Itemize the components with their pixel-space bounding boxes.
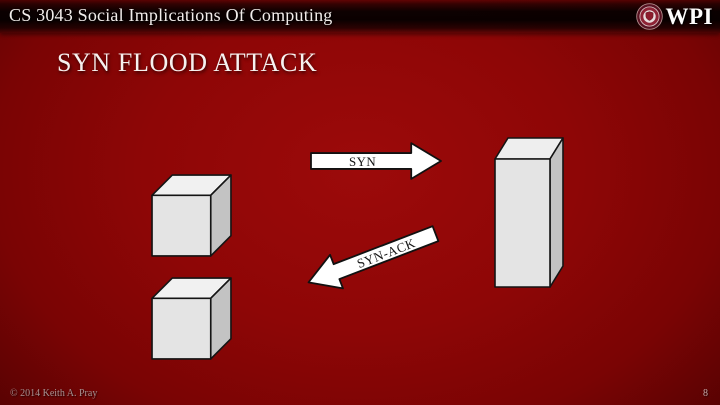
- client-cube-2: [151, 276, 232, 361]
- wpi-seal-icon: [635, 3, 663, 30]
- wpi-logo: WPI: [635, 1, 714, 32]
- syn-ack-arrow: SYN-ACK: [299, 214, 444, 302]
- header-bar: CS 3043 Social Implications Of Computing…: [0, 0, 720, 33]
- page-title: SYN FLOOD ATTACK: [57, 48, 318, 77]
- client-cube-1: [151, 173, 232, 258]
- wpi-logo-text: WPI: [665, 3, 713, 29]
- server-column: [494, 136, 564, 288]
- copyright-text: © 2014 Keith A. Pray: [10, 388, 98, 399]
- syn-arrow: SYN: [310, 141, 443, 181]
- course-title: CS 3043 Social Implications Of Computing: [9, 4, 333, 25]
- page-number: 8: [703, 388, 708, 399]
- syn-arrow-label: SYN: [349, 155, 376, 169]
